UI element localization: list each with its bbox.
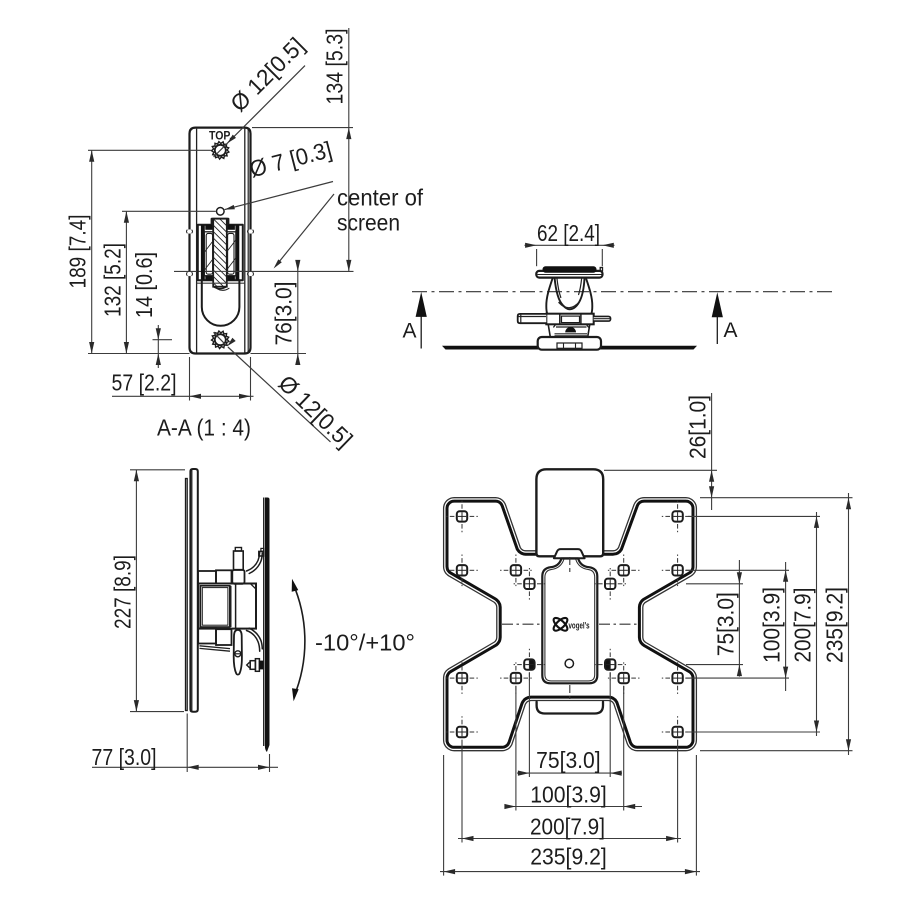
- svg-text:75[3.0]: 75[3.0]: [712, 592, 738, 656]
- svg-text:100[3.9]: 100[3.9]: [759, 587, 785, 663]
- svg-text:200[7.9]: 200[7.9]: [789, 588, 815, 663]
- svg-text:screen: screen: [337, 210, 400, 236]
- svg-text:TOP.: TOP.: [209, 131, 232, 143]
- svg-text:62 [2.4]: 62 [2.4]: [537, 220, 600, 246]
- svg-text:-10°/+10°: -10°/+10°: [315, 630, 415, 656]
- svg-text:center of: center of: [337, 185, 424, 211]
- svg-text:227 [8.9]: 227 [8.9]: [109, 555, 135, 629]
- svg-text:A: A: [402, 320, 416, 343]
- svg-text:235[9.2]: 235[9.2]: [530, 844, 607, 870]
- svg-text:vogel's: vogel's: [569, 620, 590, 631]
- svg-text:132 [5.2]: 132 [5.2]: [99, 243, 125, 317]
- svg-text:A-A (1 : 4): A-A (1 : 4): [157, 415, 251, 441]
- svg-text:76[3.0]: 76[3.0]: [271, 282, 297, 346]
- svg-text:A: A: [723, 319, 737, 342]
- svg-text:57 [2.2]: 57 [2.2]: [112, 369, 177, 395]
- svg-text:26[1.0]: 26[1.0]: [685, 395, 711, 459]
- svg-text:75[3.0]: 75[3.0]: [536, 747, 601, 773]
- svg-text:200[7.9]: 200[7.9]: [530, 814, 605, 840]
- svg-text:134 [5.3]: 134 [5.3]: [322, 29, 348, 105]
- svg-text:77 [3.0]: 77 [3.0]: [92, 744, 157, 770]
- svg-text:235[9.2]: 235[9.2]: [821, 587, 847, 663]
- svg-text:100[3.9]: 100[3.9]: [530, 782, 607, 808]
- svg-text:14 [0.6]: 14 [0.6]: [131, 252, 157, 318]
- svg-text:189 [7.4]: 189 [7.4]: [65, 215, 91, 289]
